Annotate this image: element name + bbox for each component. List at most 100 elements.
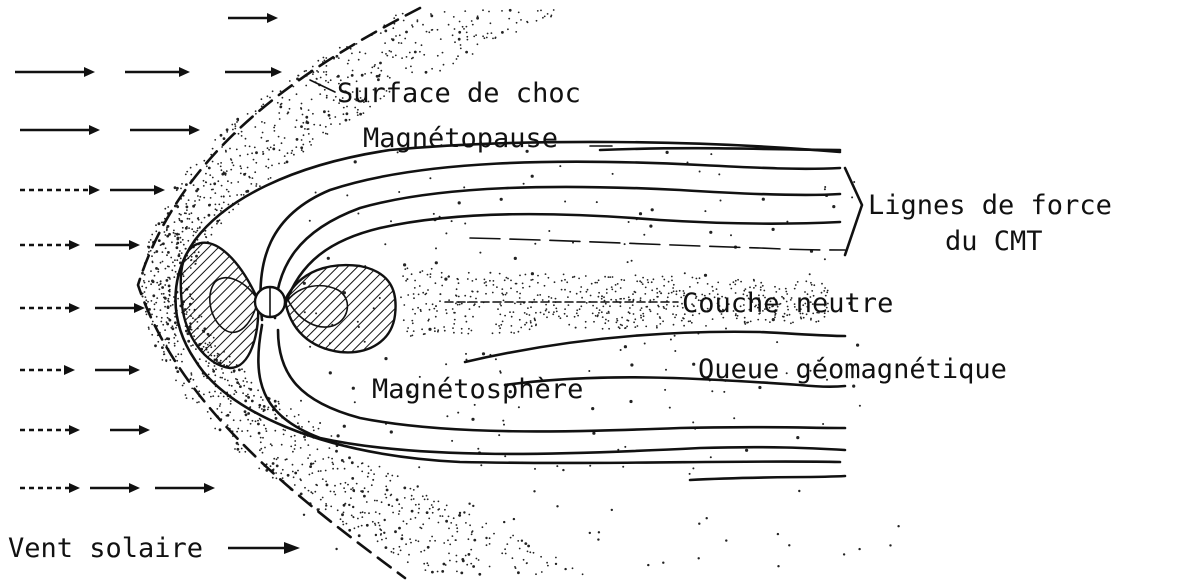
stipple-dot <box>689 320 691 322</box>
stipple-dot <box>266 140 268 142</box>
stipple-dot <box>444 330 446 332</box>
stipple-dot <box>240 420 242 422</box>
stipple-dot <box>496 286 498 288</box>
stipple-dot <box>340 483 342 485</box>
stipple-dot <box>349 119 351 121</box>
stipple-dot <box>858 548 860 550</box>
stipple-dot <box>175 327 177 329</box>
stipple-dot <box>183 383 185 385</box>
stipple-dot <box>459 512 461 514</box>
stipple-dot <box>411 499 413 501</box>
stipple-dot <box>304 439 306 441</box>
stipple-dot <box>217 163 219 165</box>
stipple-dot <box>665 308 667 310</box>
stipple-dot <box>390 220 392 222</box>
stipple-dot <box>437 29 439 31</box>
stipple-dot <box>245 173 247 175</box>
stipple-dot <box>411 273 413 275</box>
stipple-dot <box>191 388 193 390</box>
stipple-dot <box>492 292 494 294</box>
stipple-dot <box>601 295 603 297</box>
stipple-dot <box>606 292 608 294</box>
stipple-dot <box>466 26 468 28</box>
stipple-dot <box>562 469 564 471</box>
stipple-dot <box>542 299 544 301</box>
stipple-dot <box>433 501 435 503</box>
stipple-dot <box>437 571 439 573</box>
stipple-dot <box>182 231 184 233</box>
stipple-dot <box>697 282 699 284</box>
stipple-dot <box>432 506 434 508</box>
stipple-dot <box>191 212 193 214</box>
stipple-dot <box>238 369 241 372</box>
stipple-dot <box>533 299 535 301</box>
stipple-dot <box>788 544 790 546</box>
stipple-dot <box>792 322 794 324</box>
stipple-dot <box>324 89 326 91</box>
stipple-dot <box>244 400 247 403</box>
stipple-dot <box>461 558 464 561</box>
stipple-dot <box>234 128 236 130</box>
stipple-dot <box>316 70 318 72</box>
stipple-dot <box>164 297 167 300</box>
stipple-dot <box>617 320 619 322</box>
stipple-dot <box>465 522 467 524</box>
stipple-dot <box>362 462 364 464</box>
stipple-dot <box>144 274 146 276</box>
stipple-dot <box>230 169 232 171</box>
stipple-dot <box>604 276 606 278</box>
stipple-dot <box>223 171 225 173</box>
stipple-dot <box>745 449 748 452</box>
stipple-dot <box>296 138 299 141</box>
stipple-dot <box>233 165 235 167</box>
stipple-dot <box>263 410 265 412</box>
stipple-dot <box>505 553 507 555</box>
stipple-dot <box>482 35 484 37</box>
stipple-dot <box>283 434 285 436</box>
stipple-dot <box>255 162 257 164</box>
stipple-dot <box>398 503 400 505</box>
stipple-dot <box>523 559 525 561</box>
stipple-dot <box>642 313 644 315</box>
stipple-dot <box>598 296 600 298</box>
stipple-dot <box>460 48 462 50</box>
stipple-dot <box>245 190 248 193</box>
stipple-dot <box>347 484 349 486</box>
stipple-dot <box>174 233 176 235</box>
stipple-dot <box>270 147 272 149</box>
stipple-dot <box>485 537 487 539</box>
stipple-dot <box>455 539 457 541</box>
stipple-dot <box>658 306 660 308</box>
stipple-dot <box>394 530 397 533</box>
stipple-dot <box>174 345 176 347</box>
stipple-dot <box>623 298 625 300</box>
stipple-dot <box>343 504 346 507</box>
stipple-dot <box>377 540 379 542</box>
stipple-dot <box>428 31 430 33</box>
stipple-dot <box>441 285 443 287</box>
stipple-dot <box>348 456 351 459</box>
stipple-dot <box>357 114 359 116</box>
stipple-dot <box>529 328 531 330</box>
stipple-dot <box>308 421 310 423</box>
stipple-dot <box>643 315 645 317</box>
stipple-dot <box>463 186 465 188</box>
stipple-dot <box>357 518 359 520</box>
stipple-dot <box>413 489 415 491</box>
stipple-dot <box>455 294 457 296</box>
stipple-dot <box>657 296 659 298</box>
stipple-dot <box>403 319 405 321</box>
stipple-dot <box>404 268 406 270</box>
stipple-dot <box>466 321 468 323</box>
stipple-dot <box>673 305 675 307</box>
stipple-dot <box>260 441 262 443</box>
stipple-dot <box>729 284 731 286</box>
stipple-dot <box>556 505 558 507</box>
stipple-dot <box>209 391 211 393</box>
stipple-dot <box>368 512 370 514</box>
stipple-dot <box>395 35 397 37</box>
field-lines-bracket <box>845 168 862 255</box>
stipple-dot <box>611 509 613 511</box>
stipple-dot <box>207 411 209 413</box>
stipple-dot <box>772 228 775 231</box>
